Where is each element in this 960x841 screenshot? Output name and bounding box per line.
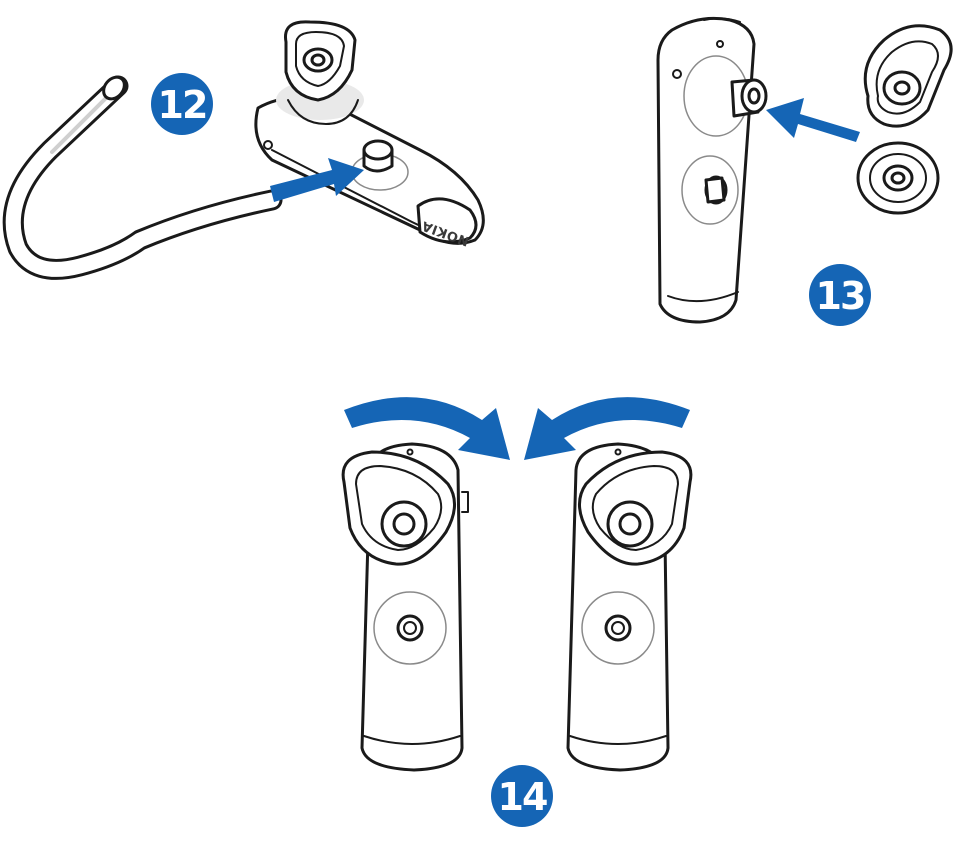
headset-body-side: NOKIA: [254, 20, 485, 248]
ear-cushion-piece: [856, 141, 940, 215]
headset-right-front: [566, 442, 693, 772]
ear-loop-piece: [863, 24, 953, 128]
headset-body-upright: [656, 16, 768, 324]
step-badge-12: 12: [151, 73, 213, 135]
ear-hook: [2, 75, 283, 280]
step-13-panel: 13: [656, 16, 953, 326]
headset-left-front: [341, 442, 469, 772]
rotate-arrow-right: [344, 397, 510, 460]
insert-arrow-12: [270, 158, 364, 202]
step-number-14: 14: [498, 775, 547, 819]
step-number-12: 12: [158, 83, 207, 127]
rotate-arrow-left: [524, 397, 690, 460]
step-number-13: 13: [816, 274, 865, 318]
step-badge-13: 13: [809, 264, 871, 326]
step-14-panel: 14: [341, 397, 693, 827]
step-badge-14: 14: [491, 765, 553, 827]
insert-arrow-13: [766, 98, 860, 142]
step-12-panel: NOKIA 12: [2, 20, 485, 280]
